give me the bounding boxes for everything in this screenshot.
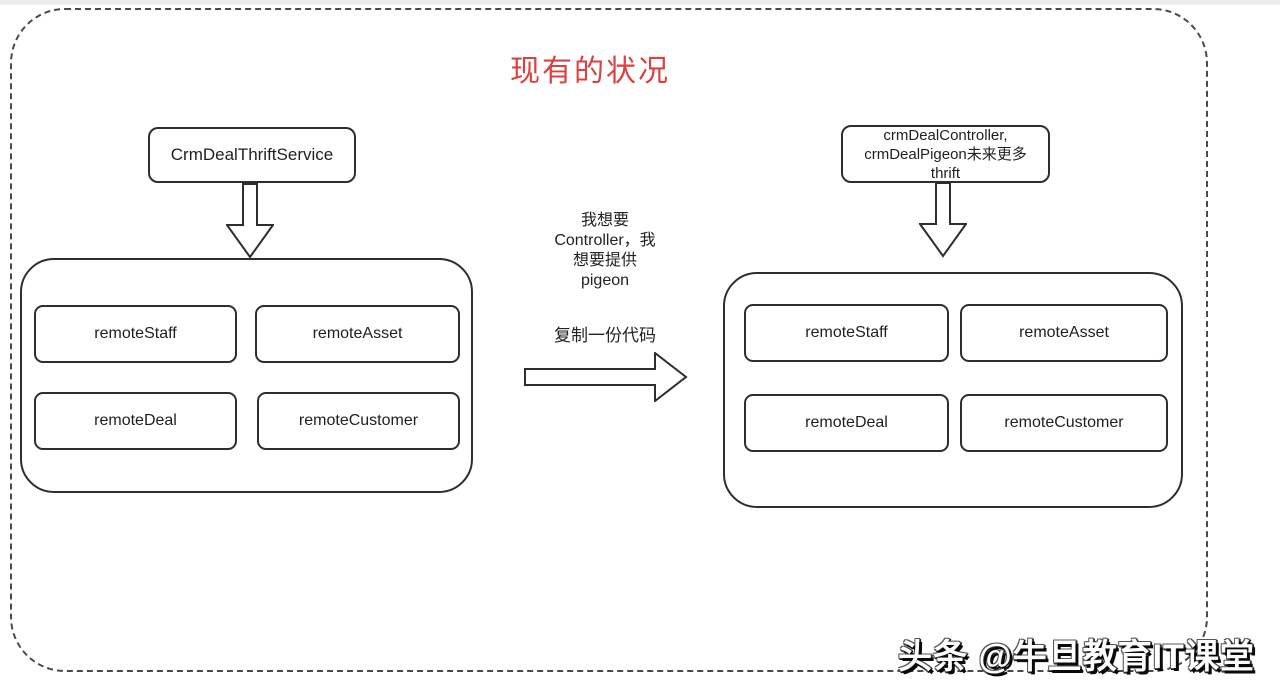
right-arrow-icon <box>524 352 688 402</box>
left-service-label: CrmDealThriftService <box>170 145 334 164</box>
right-service-box: crmDealController, crmDealPigeon未来更多 thr… <box>841 125 1050 183</box>
module-box: remoteStaff <box>34 305 237 363</box>
right-module-group: remoteStaff remoteAsset remoteDeal remot… <box>723 272 1183 508</box>
copy-code-label: 复制一份代码 <box>554 326 656 345</box>
left-module-group: remoteStaff remoteAsset remoteDeal remot… <box>20 258 473 493</box>
right-service-line: crmDealController, <box>883 126 1008 144</box>
down-arrow-icon <box>919 182 967 258</box>
dashed-border <box>10 8 1208 672</box>
watermark: 头条 @牛旦教育IT课堂 <box>898 638 1255 676</box>
note-line: 想要提供 <box>572 252 637 269</box>
module-box: remoteAsset <box>960 304 1168 362</box>
down-arrow-icon <box>226 183 274 259</box>
module-box: remoteAsset <box>255 305 460 363</box>
module-box: remoteCustomer <box>257 392 460 450</box>
note-line: Controller，我 <box>554 232 656 249</box>
module-box: remoteDeal <box>34 392 237 450</box>
right-service-line: thrift <box>930 164 961 182</box>
note-line: 我想要 <box>580 212 629 229</box>
requirement-note: 我想要 Controller，我 想要提供 pigeon <box>515 211 695 291</box>
right-service-line: crmDealPigeon未来更多 <box>864 145 1027 163</box>
note-line: pigeon <box>580 272 630 289</box>
module-box: remoteCustomer <box>960 394 1168 452</box>
top-edge-strip <box>0 0 1280 5</box>
module-box: remoteStaff <box>744 304 949 362</box>
diagram-title: 现有的状况 <box>510 55 670 88</box>
module-box: remoteDeal <box>744 394 949 452</box>
left-service-box: CrmDealThriftService <box>148 127 356 183</box>
